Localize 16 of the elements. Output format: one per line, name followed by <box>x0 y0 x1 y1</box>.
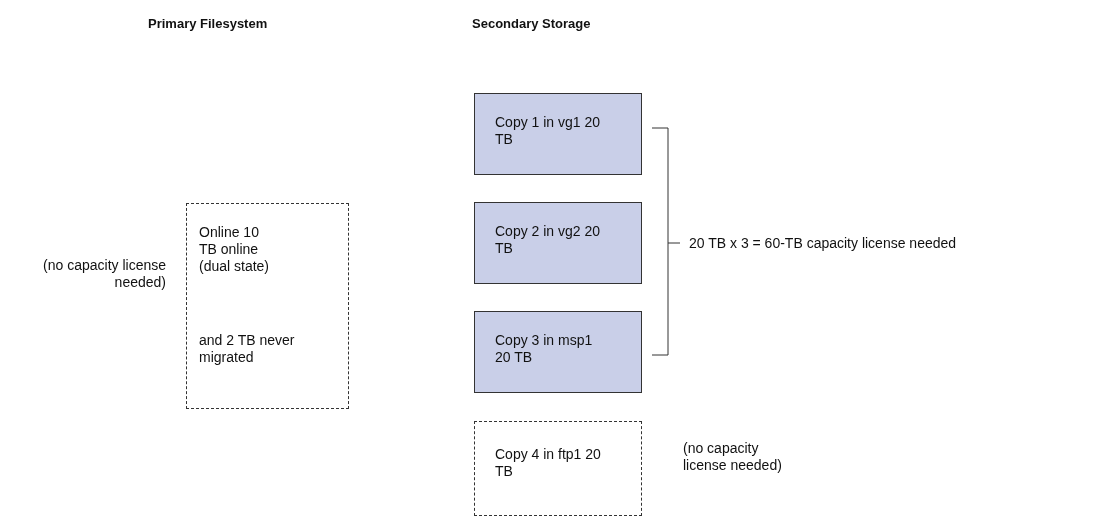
dashed-box <box>474 421 642 516</box>
node-text: Online 10 TB online (dual state) <box>199 224 271 275</box>
column-heading: Primary Filesystem <box>148 15 268 32</box>
column-heading: Secondary Storage <box>472 15 591 32</box>
storage-box <box>474 311 642 393</box>
node-text: Copy 4 in ftp1 20 TB <box>495 446 602 480</box>
dashed-box <box>186 203 349 409</box>
note-text: (no capacity license needed) <box>683 440 783 474</box>
note-text: (no capacity license needed) <box>42 257 166 291</box>
storage-box <box>474 93 642 175</box>
node-text: Copy 1 in vg1 20 TB <box>495 114 602 148</box>
capacity-note: 20 TB x 3 = 60-TB capacity license needed <box>689 235 957 252</box>
node-text: Copy 3 in msp1 20 TB <box>495 332 594 366</box>
node-text: Copy 2 in vg2 20 TB <box>495 223 602 257</box>
storage-box <box>474 202 642 284</box>
node-text: and 2 TB never migrated <box>199 332 296 366</box>
